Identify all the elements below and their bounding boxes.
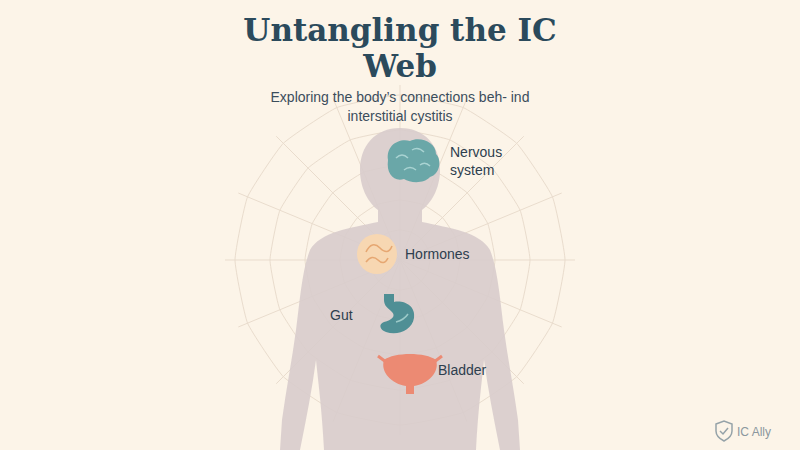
organ-label: Hormones [405, 245, 495, 263]
hormone-icon [357, 234, 397, 274]
stomach-icon [380, 294, 414, 333]
brain-icon [388, 139, 440, 182]
brand-watermark: IC Ally [737, 425, 797, 439]
shield-icon [716, 421, 732, 441]
bladder-icon [378, 354, 442, 394]
organ-label: Bladder [438, 361, 518, 379]
subtitle: Exploring the body’s connections beh- in… [265, 88, 535, 126]
organ-label: Gut [330, 306, 370, 324]
title: Untangling the IC Web [240, 12, 560, 84]
organ-label: Nervous system [450, 143, 530, 179]
